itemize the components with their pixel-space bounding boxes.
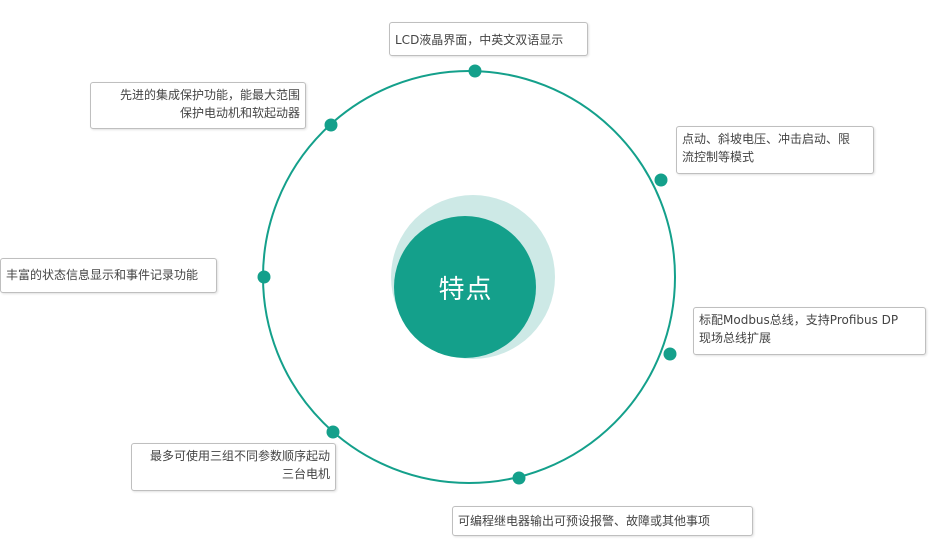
center-title: 特点 [438, 275, 493, 305]
feature-label-3-line-1: 标配Modbus总线，支持Profibus DP [699, 313, 899, 327]
feature-label-3-line-2: 现场总线扩展 [699, 331, 772, 345]
ring-node-3 [663, 347, 677, 361]
feature-label-6-line-1: 丰富的状态信息显示和事件记录功能 [6, 268, 199, 282]
ring-node-2 [654, 173, 668, 187]
ring-node-5 [326, 425, 340, 439]
feature-label-5-line-1: 最多可使用三组不同参数顺序起动 [149, 449, 330, 463]
feature-label-5: 最多可使用三组不同参数顺序起动 三台电机 [131, 443, 336, 491]
ring-node-4 [512, 471, 526, 485]
ring-node-6 [257, 270, 271, 284]
ring-node-7 [324, 118, 338, 132]
feature-label-6: 丰富的状态信息显示和事件记录功能 [0, 258, 217, 293]
feature-label-2-line-1: 点动、斜坡电压、冲击启动、限 [682, 132, 851, 146]
feature-label-5-line-2: 三台电机 [281, 467, 330, 481]
feature-label-2-line-2: 流控制等模式 [682, 150, 755, 164]
feature-label-7: 先进的集成保护功能，能最大范围 保护电动机和软起动器 [90, 82, 306, 129]
feature-label-3: 标配Modbus总线，支持Profibus DP 现场总线扩展 [693, 307, 926, 355]
feature-label-7-line-1: 先进的集成保护功能，能最大范围 [119, 88, 300, 102]
feature-label-7-line-2: 保护电动机和软起动器 [179, 106, 300, 120]
feature-label-4: 可编程继电器输出可预设报警、故障或其他事项 [452, 506, 753, 536]
feature-label-1: LCD液晶界面，中英文双语显示 [389, 22, 588, 56]
feature-label-1-line-1: LCD液晶界面，中英文双语显示 [395, 33, 564, 47]
center-circle [394, 216, 536, 358]
ring-node-1 [468, 64, 482, 78]
feature-label-4-line-1: 可编程继电器输出可预设报警、故障或其他事项 [458, 514, 711, 528]
feature-label-2: 点动、斜坡电压、冲击启动、限 流控制等模式 [676, 126, 874, 174]
